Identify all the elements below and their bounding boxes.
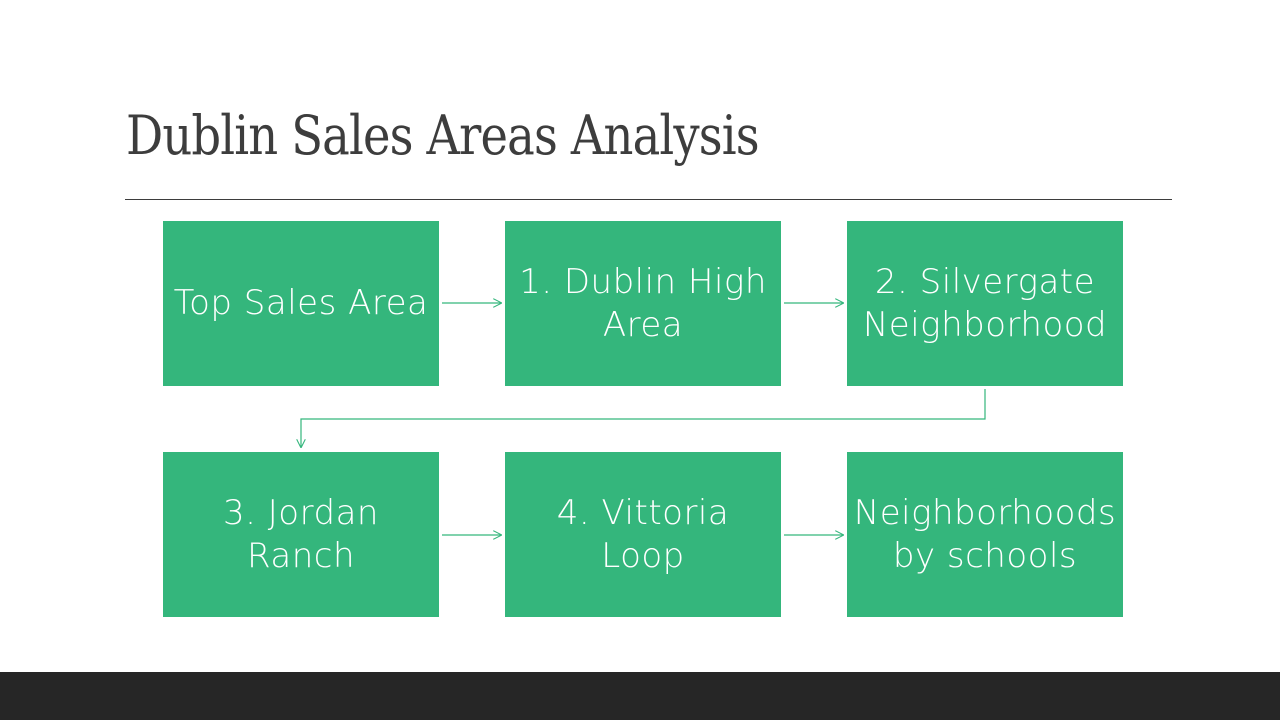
flow-box-label: 3. Jordan Ranch [223, 492, 379, 576]
flow-box-label: 4. Vittoria Loop [556, 492, 730, 576]
footer-bar [0, 672, 1280, 720]
elbow-arrow-connector [301, 389, 986, 447]
flow-box-label: Neighborhoods by schools [853, 492, 1117, 576]
flow-box-label: 2. Silvergate Neighborhood [862, 261, 1108, 345]
slide-title: Dublin Sales Areas Analysis [126, 104, 760, 167]
flow-box-label: 1. Dublin High Area [519, 261, 767, 345]
flow-box-jordan-ranch: 3. Jordan Ranch [163, 452, 439, 617]
flow-box-dublin-high-area: 1. Dublin High Area [505, 221, 781, 386]
title-divider [125, 199, 1172, 200]
flow-box-silvergate-neighborhood: 2. Silvergate Neighborhood [847, 221, 1123, 386]
flow-box-vittoria-loop: 4. Vittoria Loop [505, 452, 781, 617]
flow-box-top-sales-area: Top Sales Area [163, 221, 439, 386]
flow-box-label: Top Sales Area [173, 283, 429, 323]
flow-box-neighborhoods-by-schools: Neighborhoods by schools [847, 452, 1123, 617]
